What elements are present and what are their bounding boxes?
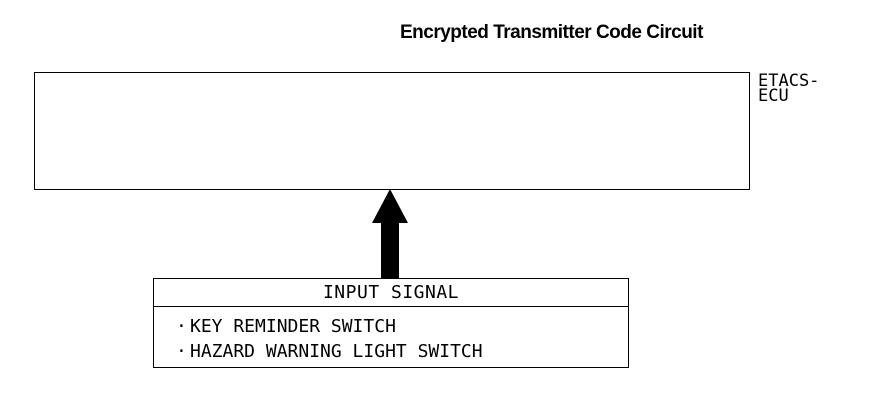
bullet: · [176,341,187,362]
input-signal-item-label: KEY REMINDER SWITCH [190,316,396,337]
etacs-ecu-box [34,72,750,190]
ecu-label-line-2: ECU [758,86,789,106]
diagram-title: Encrypted Transmitter Code Circuit [400,22,703,43]
signal-arrow-head [372,189,408,279]
input-signal-item-hazard-warning: ·HAZARD WARNING LIGHT SWITCH [176,339,483,364]
etacs-ecu-label: ETACS- ECU [758,71,820,106]
input-signal-header: INPUT SIGNAL [154,279,628,307]
input-signal-item-label: HAZARD WARNING LIGHT SWITCH [190,341,483,362]
input-signal-box: INPUT SIGNAL ·KEY REMINDER SWITCH ·HAZAR… [153,278,629,368]
input-signal-item-key-reminder: ·KEY REMINDER SWITCH [176,314,483,339]
signal-arrow [372,189,408,279]
bullet: · [176,316,187,337]
input-signal-list: ·KEY REMINDER SWITCH ·HAZARD WARNING LIG… [176,314,483,364]
ecu-label-line-1: ETACS- [758,71,820,91]
